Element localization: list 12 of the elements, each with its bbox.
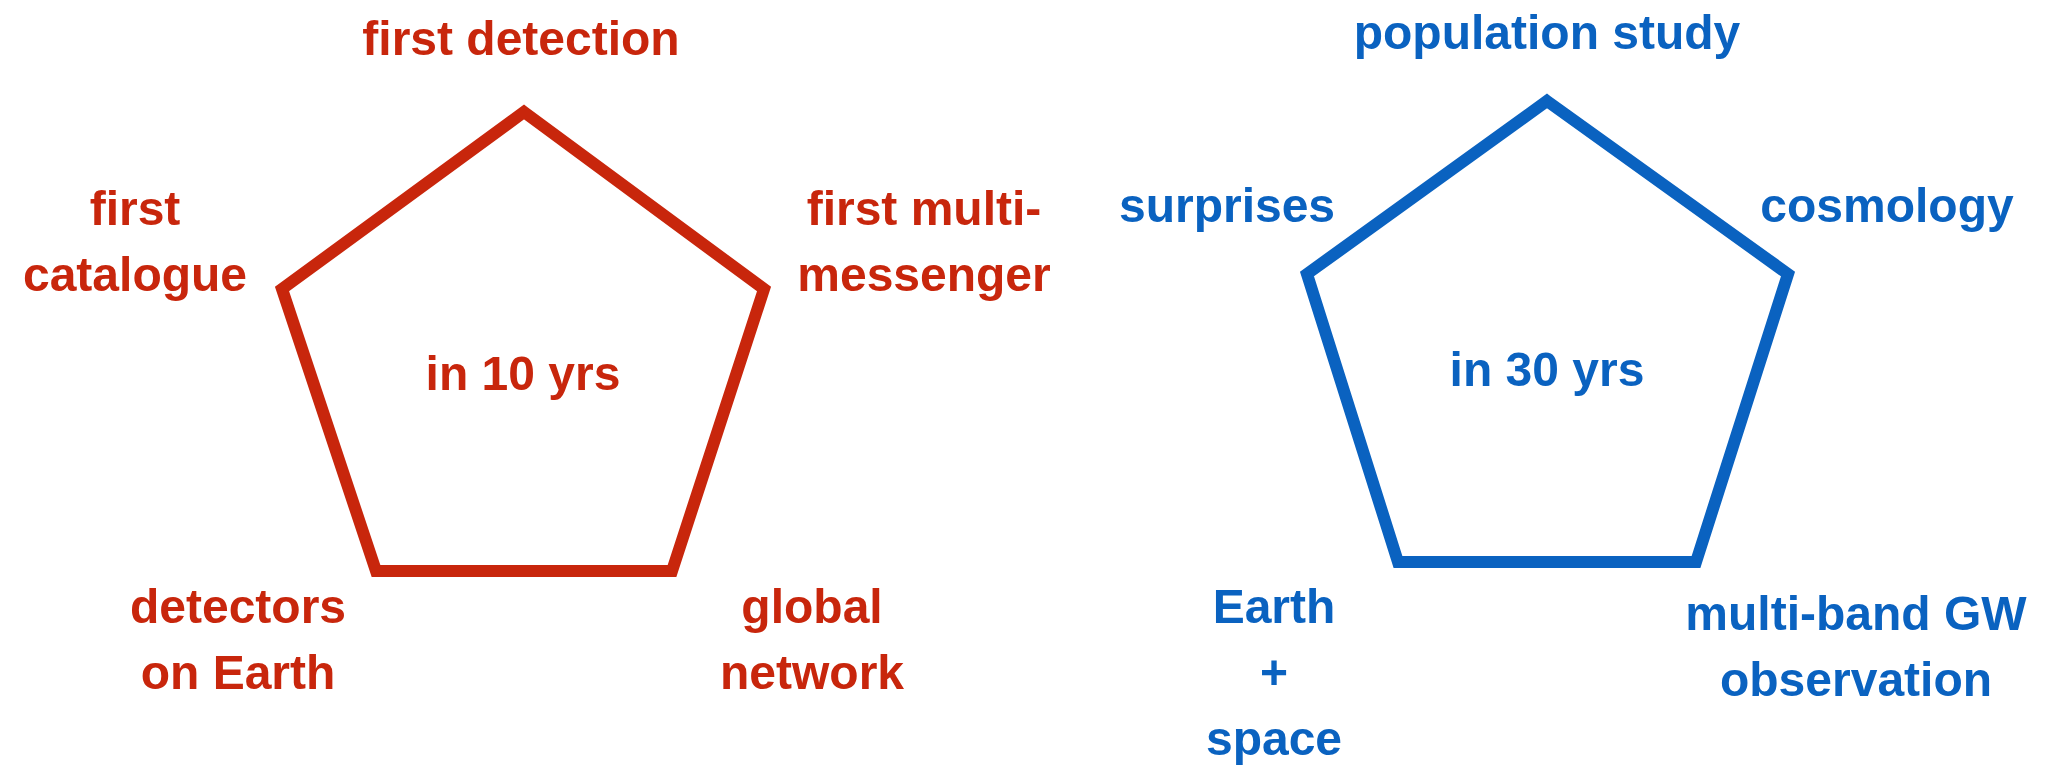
- vertex-label: Earth + space: [1204, 579, 1344, 767]
- vertex-label: first detection: [361, 11, 681, 67]
- center-label: in 10 yrs: [425, 346, 621, 402]
- vertex-label: population study: [1352, 5, 1742, 61]
- vertex-label: cosmology: [1759, 178, 2015, 234]
- vertex-label: surprises: [1117, 178, 1337, 234]
- vertex-label: detectors on Earth: [128, 579, 348, 701]
- vertex-label: multi-band GW observation: [1684, 586, 2028, 708]
- center-label: in 30 yrs: [1449, 342, 1645, 398]
- vertex-label: first catalogue: [21, 181, 249, 303]
- vertex-label: global network: [719, 579, 905, 701]
- vertex-label: first multi-messenger: [796, 181, 1052, 303]
